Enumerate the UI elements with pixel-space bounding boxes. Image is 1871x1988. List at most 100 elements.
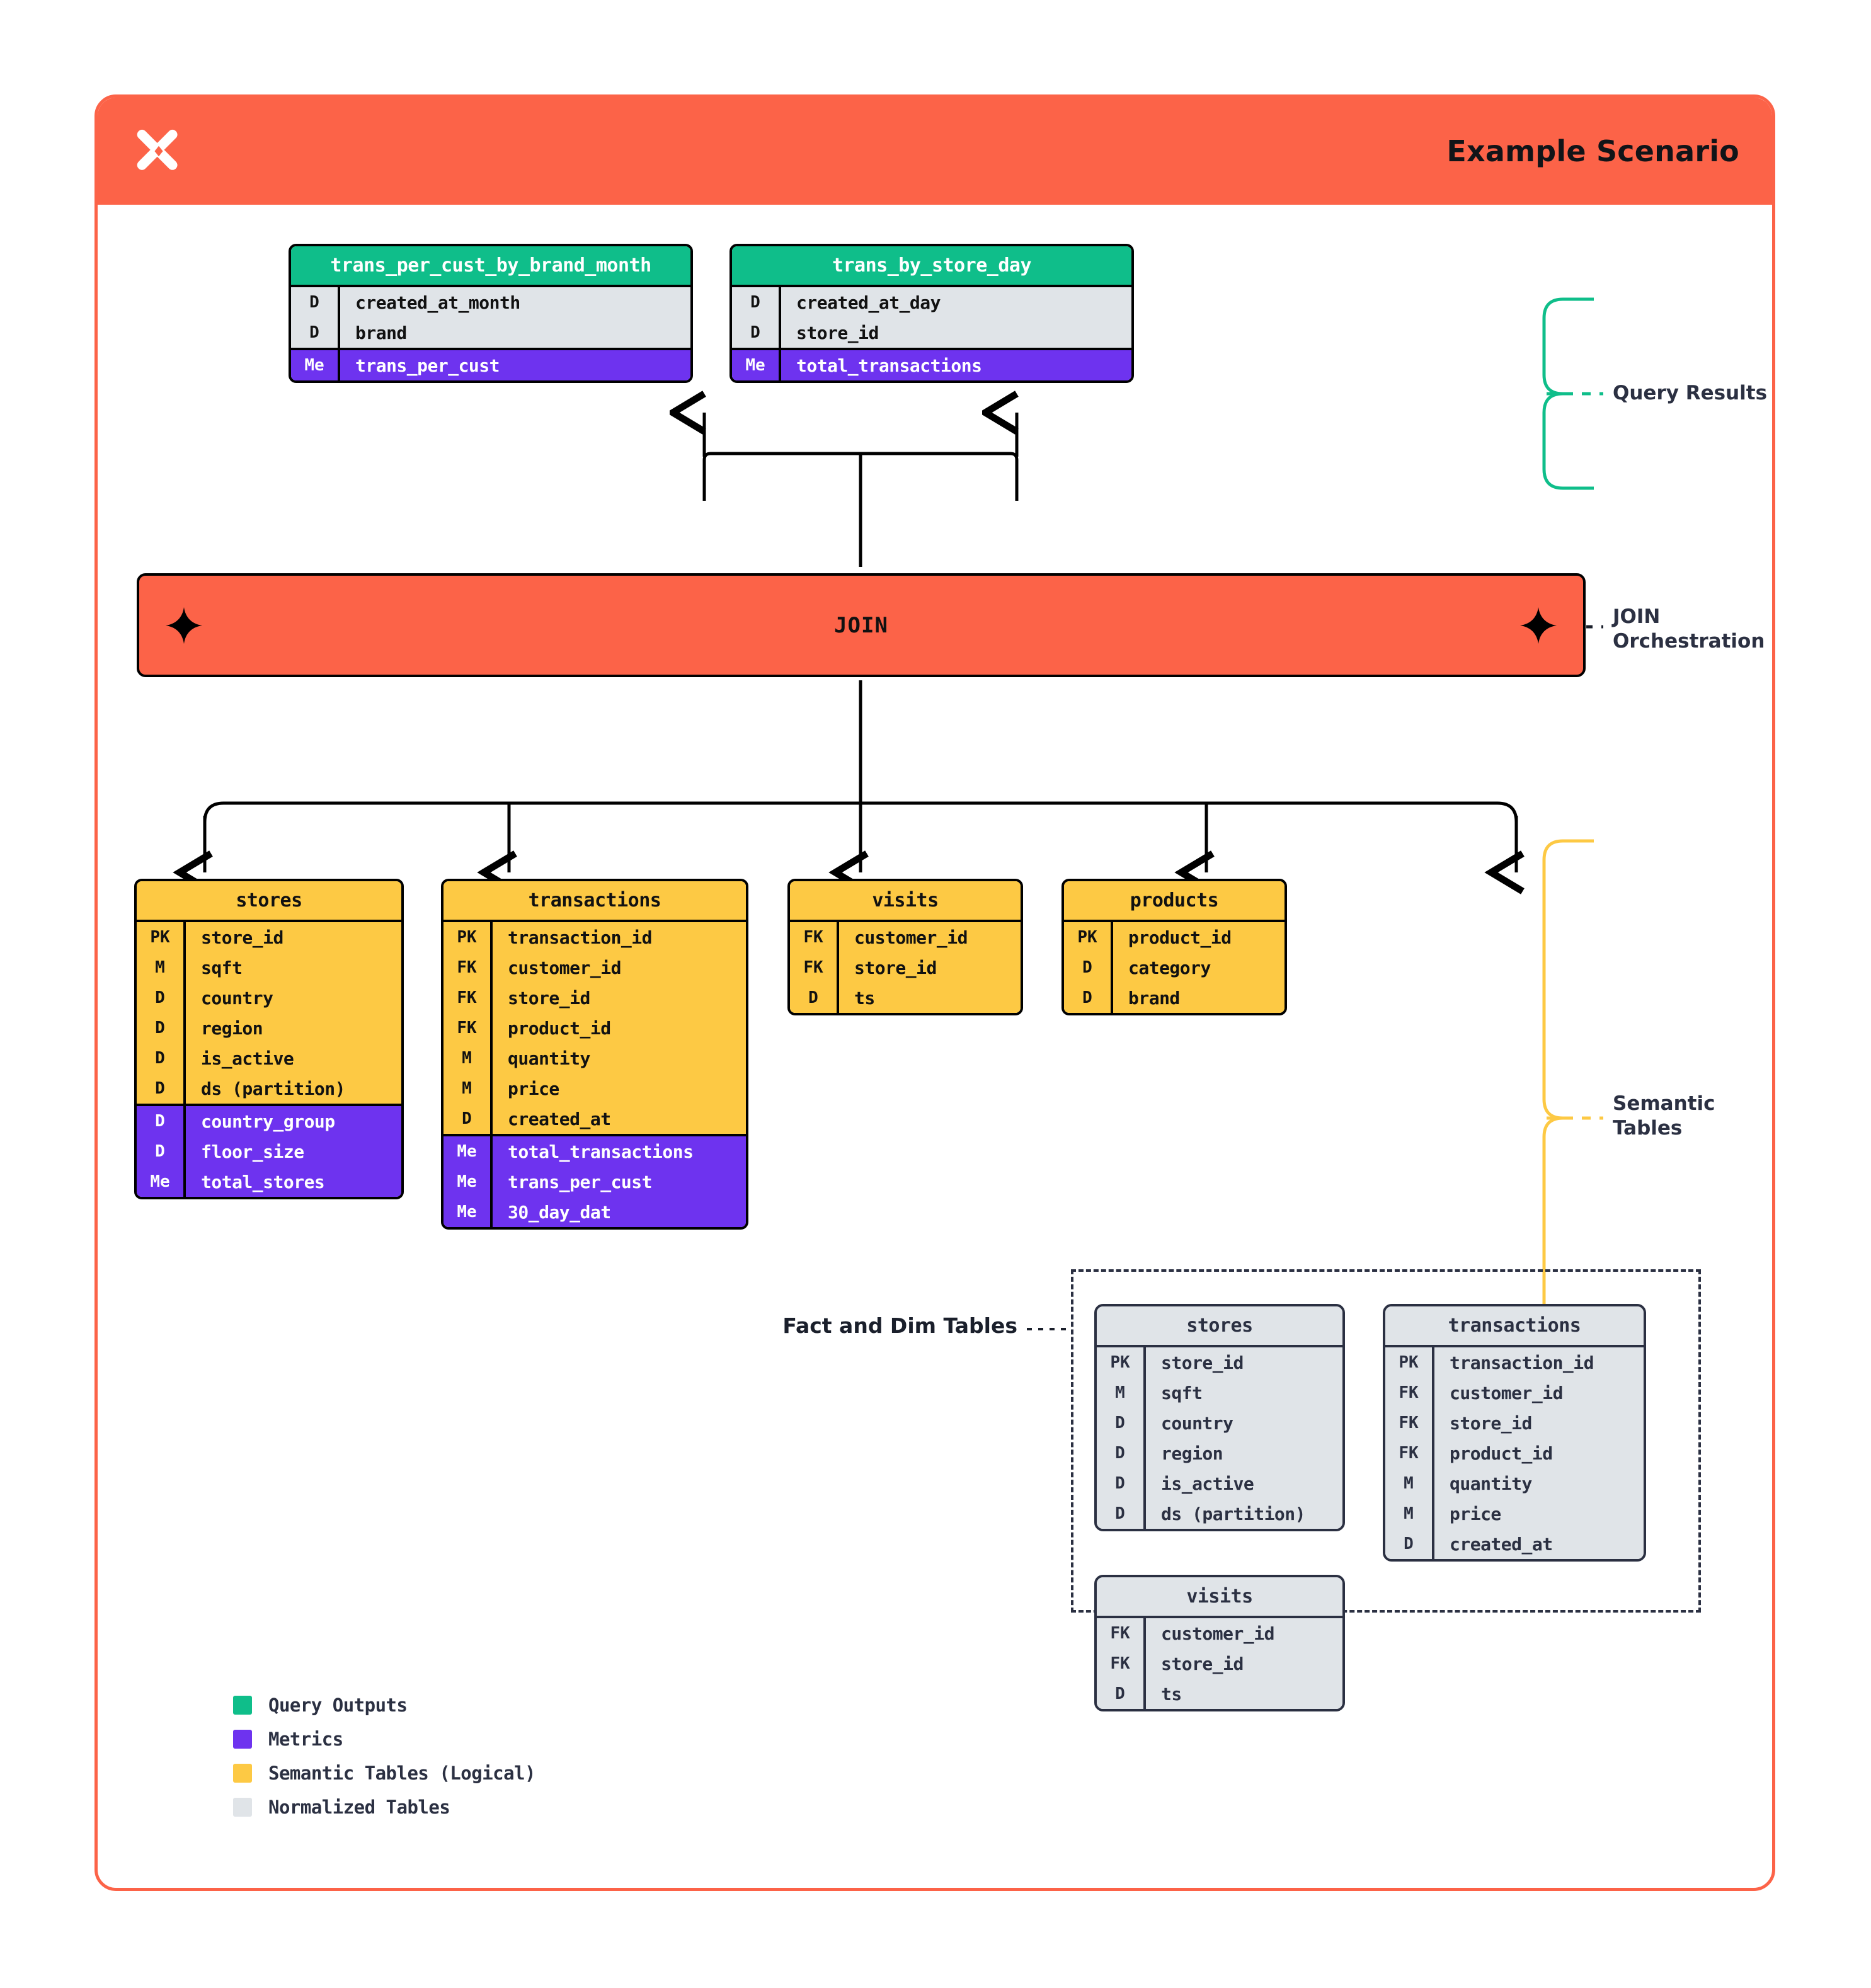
field-tag: D — [1115, 1414, 1125, 1432]
field-tag: Me — [745, 356, 765, 375]
legend-swatch-query-outputs — [233, 1696, 252, 1715]
field-tag: PK — [1077, 928, 1097, 947]
field-tag: D — [155, 1079, 165, 1098]
field-name: product_id — [1111, 922, 1285, 952]
field-tag: FK — [457, 988, 477, 1007]
field-tag: D — [1082, 958, 1092, 977]
fact-dim-label: Fact and Dim Tables — [782, 1313, 1017, 1338]
table-row[interactable]: D created_at_day — [732, 287, 1131, 317]
table-row-metric[interactable]: Me trans_per_cust — [291, 348, 690, 380]
table-title: trans_per_cust_by_brand_month — [291, 246, 690, 285]
field-tag: D — [750, 293, 760, 312]
legend-label: Query Outputs — [268, 1694, 408, 1716]
field-tag: PK — [150, 928, 170, 947]
legend-swatch-semantic-tables — [233, 1764, 252, 1783]
field-tag: D — [155, 1142, 165, 1161]
legend-item: Query Outputs — [233, 1688, 535, 1722]
join-orchestration-bar[interactable]: JOIN — [137, 573, 1586, 677]
field-tag: FK — [803, 928, 823, 947]
field-name: store_id — [1432, 1408, 1644, 1438]
field-name: trans_per_cust — [338, 350, 690, 380]
table-row[interactable]: D store_id — [732, 317, 1131, 348]
table-row[interactable]: D brand — [291, 317, 690, 348]
field-tag: D — [309, 323, 319, 342]
field-name: brand — [1111, 983, 1285, 1013]
table-row-metric[interactable]: Me total_transactions — [732, 348, 1131, 380]
query-result-table[interactable]: trans_per_cust_by_brand_month D created_… — [289, 244, 693, 383]
field-name: price — [490, 1073, 746, 1104]
field-name: customer_id — [1432, 1378, 1644, 1408]
field-name: created_at_month — [338, 287, 690, 317]
page-title: Example Scenario — [1446, 134, 1739, 168]
field-tag: FK — [457, 1019, 477, 1037]
table-row[interactable]: PK product_id — [1064, 922, 1285, 952]
join-annotation-line2: Orchestration — [1613, 629, 1765, 653]
field-name: region — [183, 1013, 401, 1043]
field-name: store_id — [1143, 1648, 1342, 1679]
legend-item: Semantic Tables (Logical) — [233, 1756, 536, 1790]
field-name: created_at — [1432, 1529, 1644, 1559]
legend-swatch-normalized-tables — [233, 1798, 252, 1817]
table-row[interactable]: D created_at_month — [291, 287, 690, 317]
query-result-table[interactable]: trans_by_store_day D created_at_day D st… — [730, 244, 1134, 383]
frame-header: Example Scenario — [98, 98, 1772, 205]
field-tag: Me — [457, 1172, 477, 1191]
field-name: total_stores — [183, 1167, 401, 1197]
table-title: visits — [1097, 1577, 1342, 1616]
table-title: visits — [790, 881, 1021, 920]
join-annotation-line1: JOIN — [1613, 605, 1661, 628]
table-title: transactions — [443, 881, 746, 920]
